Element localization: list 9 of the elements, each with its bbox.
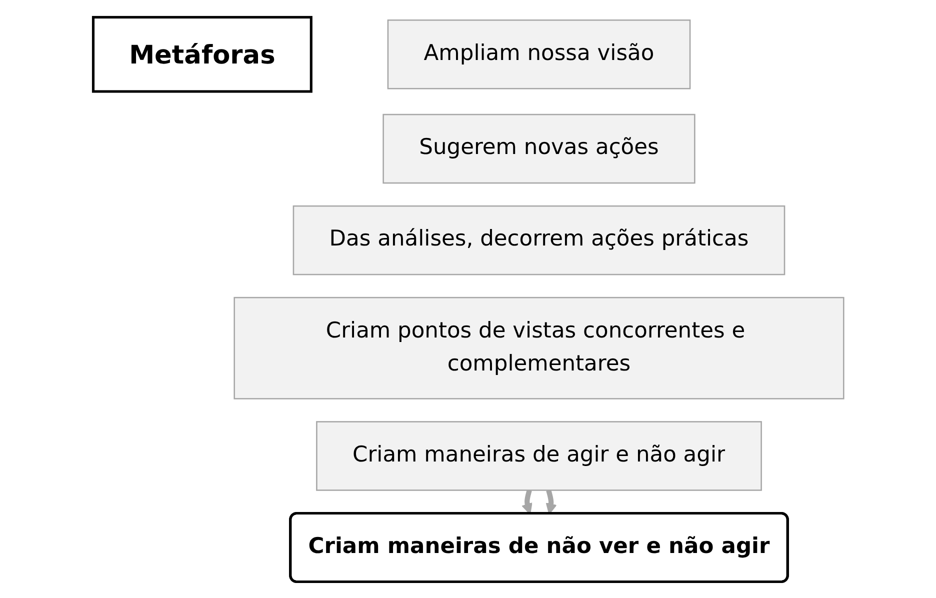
diagram: Metáforas Ampliam nossa visão Sugerem novas ações Das análises, decorrem ações práticas Criam pontos de vistas concorrentes e complementares Criam maneiras de agir e não agir Criam maneiras de não ver e não agir: [82, 6, 854, 592]
arrow: [521, 489, 532, 514]
node-box: [233, 296, 844, 399]
node-box: [316, 420, 762, 490]
arrow: [545, 489, 556, 514]
node-box: [92, 15, 312, 92]
node-box: [386, 18, 690, 89]
node-box: [382, 113, 695, 184]
node-box: [292, 204, 785, 275]
